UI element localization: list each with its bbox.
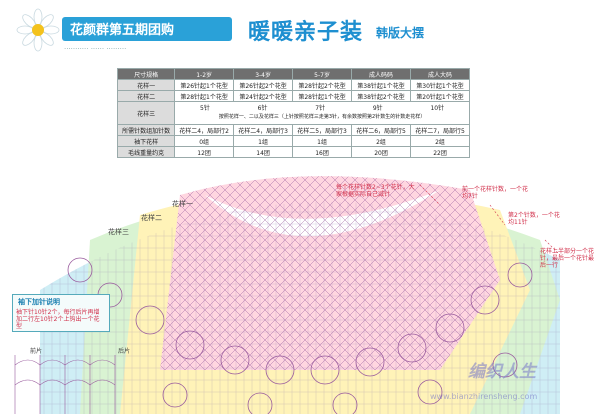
pattern-note: 第2个针数，一个花均11针 [508,212,560,226]
table-row: 毛线重量约克 12团 14团 16团 20团 22团 [116,146,470,158]
table-cell: 14团 [233,146,294,158]
table-cell: 花样二7，局部行5 [410,124,470,136]
table-header-cell: 成人码码 [351,68,412,80]
table-cell: 花样二4，局部行2 [174,124,235,136]
table-cell: 第26针起2个花型 [233,79,294,91]
stitch-count: 5针 [200,105,210,112]
table-cell: 第28针起1个花型 [174,90,235,102]
sleeve-increase-title: 袖下加针说明 [18,298,60,306]
daisy-logo-icon [16,8,60,52]
table-row: 花样三 5针 6针 7针 9针 10针 按照花样一、二以及花样三（上针按照花样三… [116,101,470,125]
row-label: 毛线重量约克 [116,146,176,158]
table-cell: 2组 [410,135,470,147]
pattern-note: 每个花样针数2~3个花针，大家根据实际自己减针 [336,184,415,198]
yoke-chart-diagram [14,176,561,414]
stitch-count: 7针 [315,105,326,112]
table-cell: 第20针起1个花型 [410,90,470,102]
main-subtitle: 韩版大摆 [376,26,425,40]
table-cell: 20团 [351,146,412,158]
watermark-url: www.bianzhirensheng.com [430,392,538,401]
table-cell: 16团 [292,146,353,158]
row-note: 按照花样一、二以及花样三（上针按照花样三走第3针，有余数按照第2针数生的针数走花… [218,114,426,120]
row-label: 花样一 [116,79,176,91]
table-cell: 花样二5，局部行3 [292,124,353,136]
table-cell: 第26针起1个花型 [174,79,235,91]
size-table: 尺寸规格 1-2岁 3-4岁 5-7岁 成人码码 成人大码 花样一 第26针起1… [116,68,470,158]
row-label: 花样三 [116,101,176,125]
main-title: 暖暖亲子装 [248,20,364,45]
stitch-count: 10针 [430,105,445,112]
table-cell: 0组 [174,135,235,147]
front-piece-label: 前片 [30,348,43,355]
row-label: 所需针数组加针数 [116,124,176,136]
pattern-note: 前一个花样针数，一个花均7针 [462,186,529,200]
table-row: 所需针数组加针数 花样二4，局部行2 花样二4，局部行3 花样二5，局部行3 花… [116,124,470,136]
table-cell: 12团 [174,146,235,158]
table-header-cell: 5-7岁 [292,68,353,80]
band-label-3: 花样三 [108,228,129,236]
table-row: 花样一 第26针起1个花型 第26针起2个花型 第28针起2个花型 第38针起1… [116,79,470,91]
table-cell: 1组 [233,135,294,147]
watermark-text: 编织人生 [468,362,536,382]
sleeve-increase-text: 袖下针10针2个，每行后片再增加二行左10针2个上钩出一个花型 [16,309,100,330]
row-label: 袖下花样 [116,135,176,147]
table-cell: 第38针起1个花型 [351,79,412,91]
table-cell: 花样二6，局部行5 [351,124,412,136]
table-header-cell: 3-4岁 [233,68,294,80]
table-cell: 第30针起1个花型 [410,79,470,91]
brand-title: 花颜群第五期团购 [70,23,175,38]
sleeve-chart [14,355,116,414]
table-cell: 花样二4，局部行3 [233,124,294,136]
table-row: 花样二 第28针起1个花型 第24针起2个花型 第28针起1个花型 第38针起2… [116,90,470,102]
table-cell: 2组 [351,135,412,147]
table-header-cell: 成人大码 [410,68,470,80]
table-header-cell: 1-2岁 [174,68,235,80]
table-row: 袖下花样 0组 1组 1组 2组 2组 [116,135,470,147]
table-header-row: 尺寸规格 1-2岁 3-4岁 5-7岁 成人码码 成人大码 [116,68,470,80]
sleeve-increase-box [12,294,110,332]
table-cell: 第28针起2个花型 [292,79,353,91]
header: 花颜群第五期团购 ........... ...... ......... 暖暖… [0,0,600,58]
band-label-1: 花样一 [172,200,193,208]
band-label-2: 花样二 [141,214,162,222]
brand-title-bar [62,17,232,41]
table-cell: 第24针起2个花型 [233,90,294,102]
pattern-note: 花样上半部分一个花针，最后一个花针最后一行 [540,248,595,269]
brand-subtitle: ........... ...... ......... [64,43,127,51]
row-label: 花样二 [116,90,176,102]
table-cell: 1组 [292,135,353,147]
back-piece-label: 后片 [118,348,131,355]
table-cell: 第38针起2个花型 [351,90,412,102]
stitch-count: 9针 [372,105,383,112]
table-header-cell: 尺寸规格 [116,68,176,80]
stitch-count: 6针 [257,105,268,112]
table-cell: 第28针起1个花型 [292,90,353,102]
table-cell: 22团 [410,146,470,158]
table-cell: 5针 6针 7针 9针 10针 按照花样一、二以及花样三（上针按照花样三走第3针… [174,101,470,125]
